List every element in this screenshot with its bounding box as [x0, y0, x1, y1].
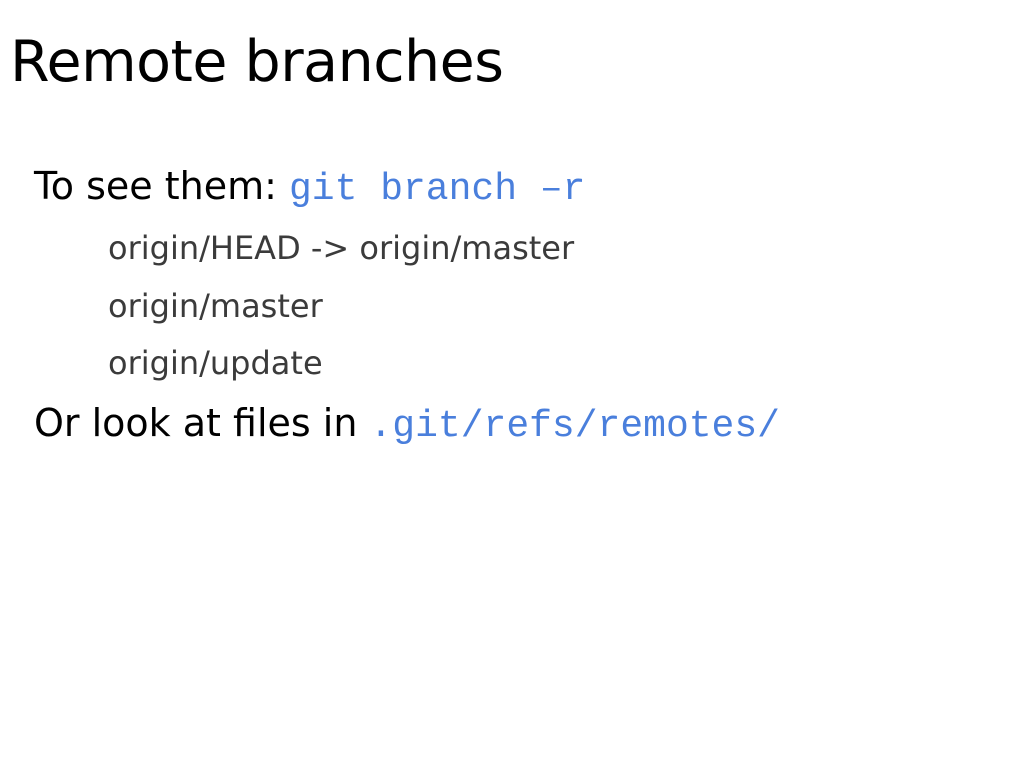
command-git-branch-r: git branch –r	[288, 168, 586, 211]
branch-list-item: origin/HEAD -> origin/master	[108, 229, 575, 267]
bullet-text: Or look at files in	[34, 401, 370, 445]
bullet-text: To see them:	[34, 164, 289, 208]
bullet-look-at-files: Or look at files in .git/refs/remotes/	[34, 398, 780, 452]
path-refs-remotes: .git/refs/remotes/	[369, 405, 780, 448]
branch-list-item: origin/update	[108, 344, 323, 382]
bullet-see-branches: To see them: git branch –r	[34, 161, 585, 215]
branch-list-item: origin/master	[108, 287, 323, 325]
slide-title: Remote branches	[10, 29, 504, 95]
